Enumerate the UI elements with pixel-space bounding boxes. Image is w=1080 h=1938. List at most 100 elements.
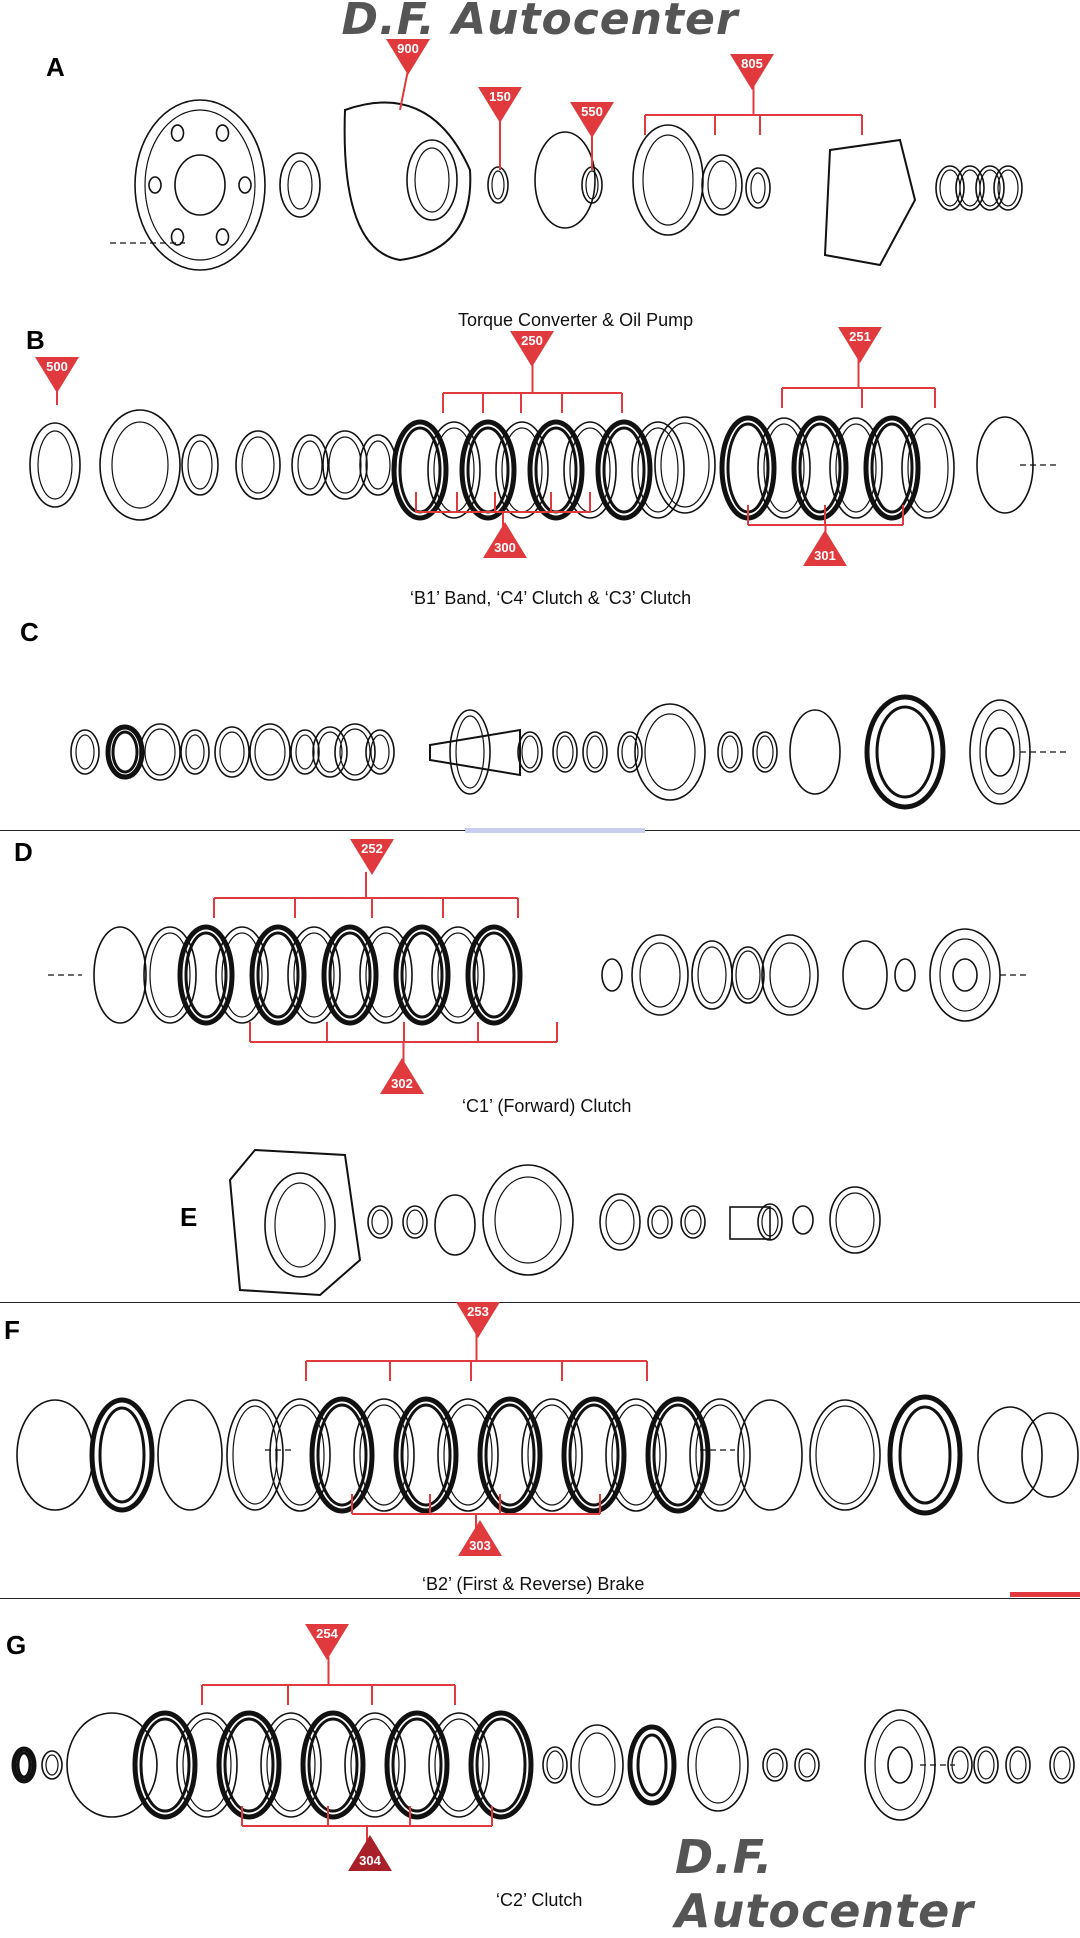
leader-900: [399, 69, 409, 111]
section-letter-e: E: [180, 1202, 198, 1232]
part-ring: [901, 417, 955, 519]
part-ring: [791, 415, 849, 521]
brand-watermark-bottom: D.F. Autocenter: [675, 1830, 975, 1938]
part-ring: [235, 430, 281, 500]
callout-label-254: 254: [316, 1626, 338, 1641]
part-ring: [647, 1205, 673, 1239]
part-ring: [99, 409, 181, 521]
part-ring: [680, 1205, 706, 1239]
callout-900: 900: [386, 39, 430, 75]
part-ring: [477, 1396, 543, 1514]
callout-304: 304: [348, 1835, 392, 1871]
callout-label-252: 252: [361, 841, 383, 856]
callout-302: 302: [380, 1058, 424, 1094]
part-ring: [482, 1164, 574, 1276]
part-ring: [605, 1398, 667, 1512]
section-letter-d: D: [14, 837, 33, 867]
section-letter-f: F: [4, 1315, 20, 1345]
part-ring: [929, 928, 1001, 1022]
part-ring: [731, 946, 765, 1004]
part-ring: [534, 131, 596, 229]
part-ring: [428, 1712, 490, 1818]
callout-bracket: [213, 872, 519, 918]
torque-converter: [343, 101, 472, 262]
part-ring: [132, 1710, 198, 1820]
part-ring: [468, 1710, 534, 1820]
part-ring: [300, 1710, 366, 1820]
part-ring: [312, 726, 348, 778]
part-ring: [527, 419, 585, 521]
part-ring: [789, 709, 841, 795]
callout-250: 250: [510, 331, 554, 367]
part-ring: [894, 958, 916, 992]
part-ring: [359, 926, 413, 1024]
part-ring: [745, 167, 771, 209]
part-ring: [757, 417, 811, 519]
part-ring: [291, 434, 329, 496]
output-carrier: [228, 1148, 362, 1297]
part-ring: [393, 1396, 459, 1514]
callout-253: 253: [456, 1302, 500, 1338]
pump-body: [823, 138, 917, 267]
part-ring: [449, 709, 491, 795]
part-ring: [238, 176, 252, 194]
part-ring: [599, 1193, 641, 1251]
part-ring: [70, 729, 100, 775]
callout-bracket: [781, 357, 936, 408]
callout-label-550: 550: [581, 104, 603, 119]
part-ring: [863, 415, 921, 521]
part-ring: [717, 731, 743, 773]
part-ring: [157, 1399, 223, 1511]
part-ring: [993, 165, 1023, 211]
caption-b1-c4-c3: ‘B1’ Band, ‘C4’ Clutch & ‘C3’ Clutch: [410, 588, 692, 608]
callout-label-250: 250: [521, 333, 543, 348]
part-ring: [631, 421, 685, 519]
callout-500: 500: [35, 357, 79, 393]
part-ring: [757, 1203, 783, 1241]
part-ring: [105, 724, 145, 780]
callout-label-900: 900: [397, 41, 419, 56]
part-ring: [134, 99, 266, 271]
part-ring: [322, 430, 368, 500]
part-ring: [691, 940, 733, 1010]
part-ring: [177, 924, 235, 1026]
part-ring: [829, 1186, 881, 1254]
part-ring: [887, 1746, 913, 1784]
part-ring: [260, 1712, 322, 1818]
part-ring: [842, 940, 888, 1010]
part-ring: [689, 1398, 751, 1512]
callout-303: 303: [458, 1520, 502, 1556]
callout-label-150: 150: [489, 89, 511, 104]
part-ring: [581, 166, 603, 204]
part-ring: [249, 924, 307, 1026]
red-accent-bar: [1010, 1592, 1080, 1597]
part-ring: [93, 926, 147, 1024]
callout-label-302: 302: [391, 1076, 413, 1091]
part-ring: [645, 1396, 711, 1514]
caption-b2-brake: ‘B2’ (First & Reverse) Brake: [422, 1574, 645, 1594]
part-ring: [365, 729, 395, 775]
part-ring: [66, 1712, 158, 1818]
part-ring: [975, 165, 1005, 211]
part-ring: [752, 731, 778, 773]
part-ring: [437, 1398, 499, 1512]
leader-lines: [56, 69, 936, 1847]
divider-e-f: [0, 1302, 1080, 1303]
part-ring: [864, 694, 946, 810]
part-ring: [521, 1398, 583, 1512]
part-ring: [148, 176, 162, 194]
part-ring: [170, 124, 185, 142]
part-ring: [595, 419, 653, 521]
part-ring: [216, 1710, 282, 1820]
part-ring: [344, 1712, 406, 1818]
caption-c2-clutch: ‘C2’ Clutch: [496, 1890, 583, 1910]
part-ring: [334, 723, 376, 781]
part-ring: [985, 727, 1015, 777]
part-ring: [632, 124, 704, 236]
part-ring: [215, 926, 269, 1024]
callout-bracket: [442, 362, 623, 413]
callout-251: 251: [838, 327, 882, 363]
part-ring: [290, 729, 320, 775]
part-ring: [214, 726, 250, 778]
